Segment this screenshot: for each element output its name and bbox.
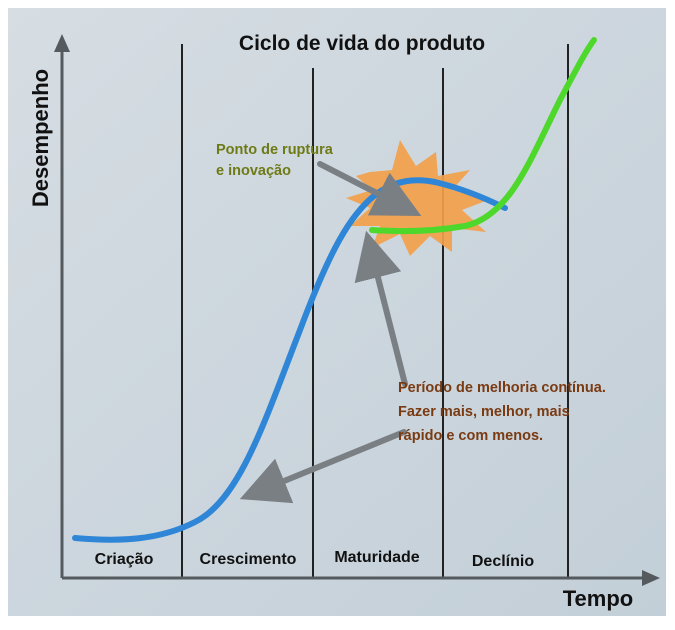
phase-label-maturidade: Maturidade: [334, 549, 419, 566]
y-axis-arrow-icon: [54, 34, 70, 52]
phase-label-crescimento: Crescimento: [200, 551, 297, 568]
blue-curve: [72, 177, 508, 543]
improvement-annotation-line-1: Período de melhoria contínua.: [398, 380, 606, 396]
rupture-annotation-line-2: e inovação: [216, 163, 291, 179]
green-curve: [369, 37, 597, 235]
phase-label-criacao: Criação: [95, 551, 154, 568]
y-axis-label: Desempenho: [28, 69, 53, 207]
diagram-title: Ciclo de vida do produto: [239, 32, 485, 55]
arrow-to-maturity-curve: [354, 230, 408, 387]
phase-label-declinio: Declínio: [472, 553, 534, 570]
rupture-annotation-line-1: Ponto de ruptura: [216, 142, 334, 158]
arrow-to-growth-curve: [239, 429, 407, 504]
annotation-arrows: [239, 161, 422, 504]
improvement-annotation-line-3: rápido e com menos.: [398, 428, 543, 444]
x-axis-label: Tempo: [563, 586, 633, 611]
x-axis-arrow-icon: [642, 570, 660, 586]
arrow-to-burst: [317, 161, 422, 216]
improvement-annotation-line-2: Fazer mais, melhor, mais: [398, 404, 570, 420]
